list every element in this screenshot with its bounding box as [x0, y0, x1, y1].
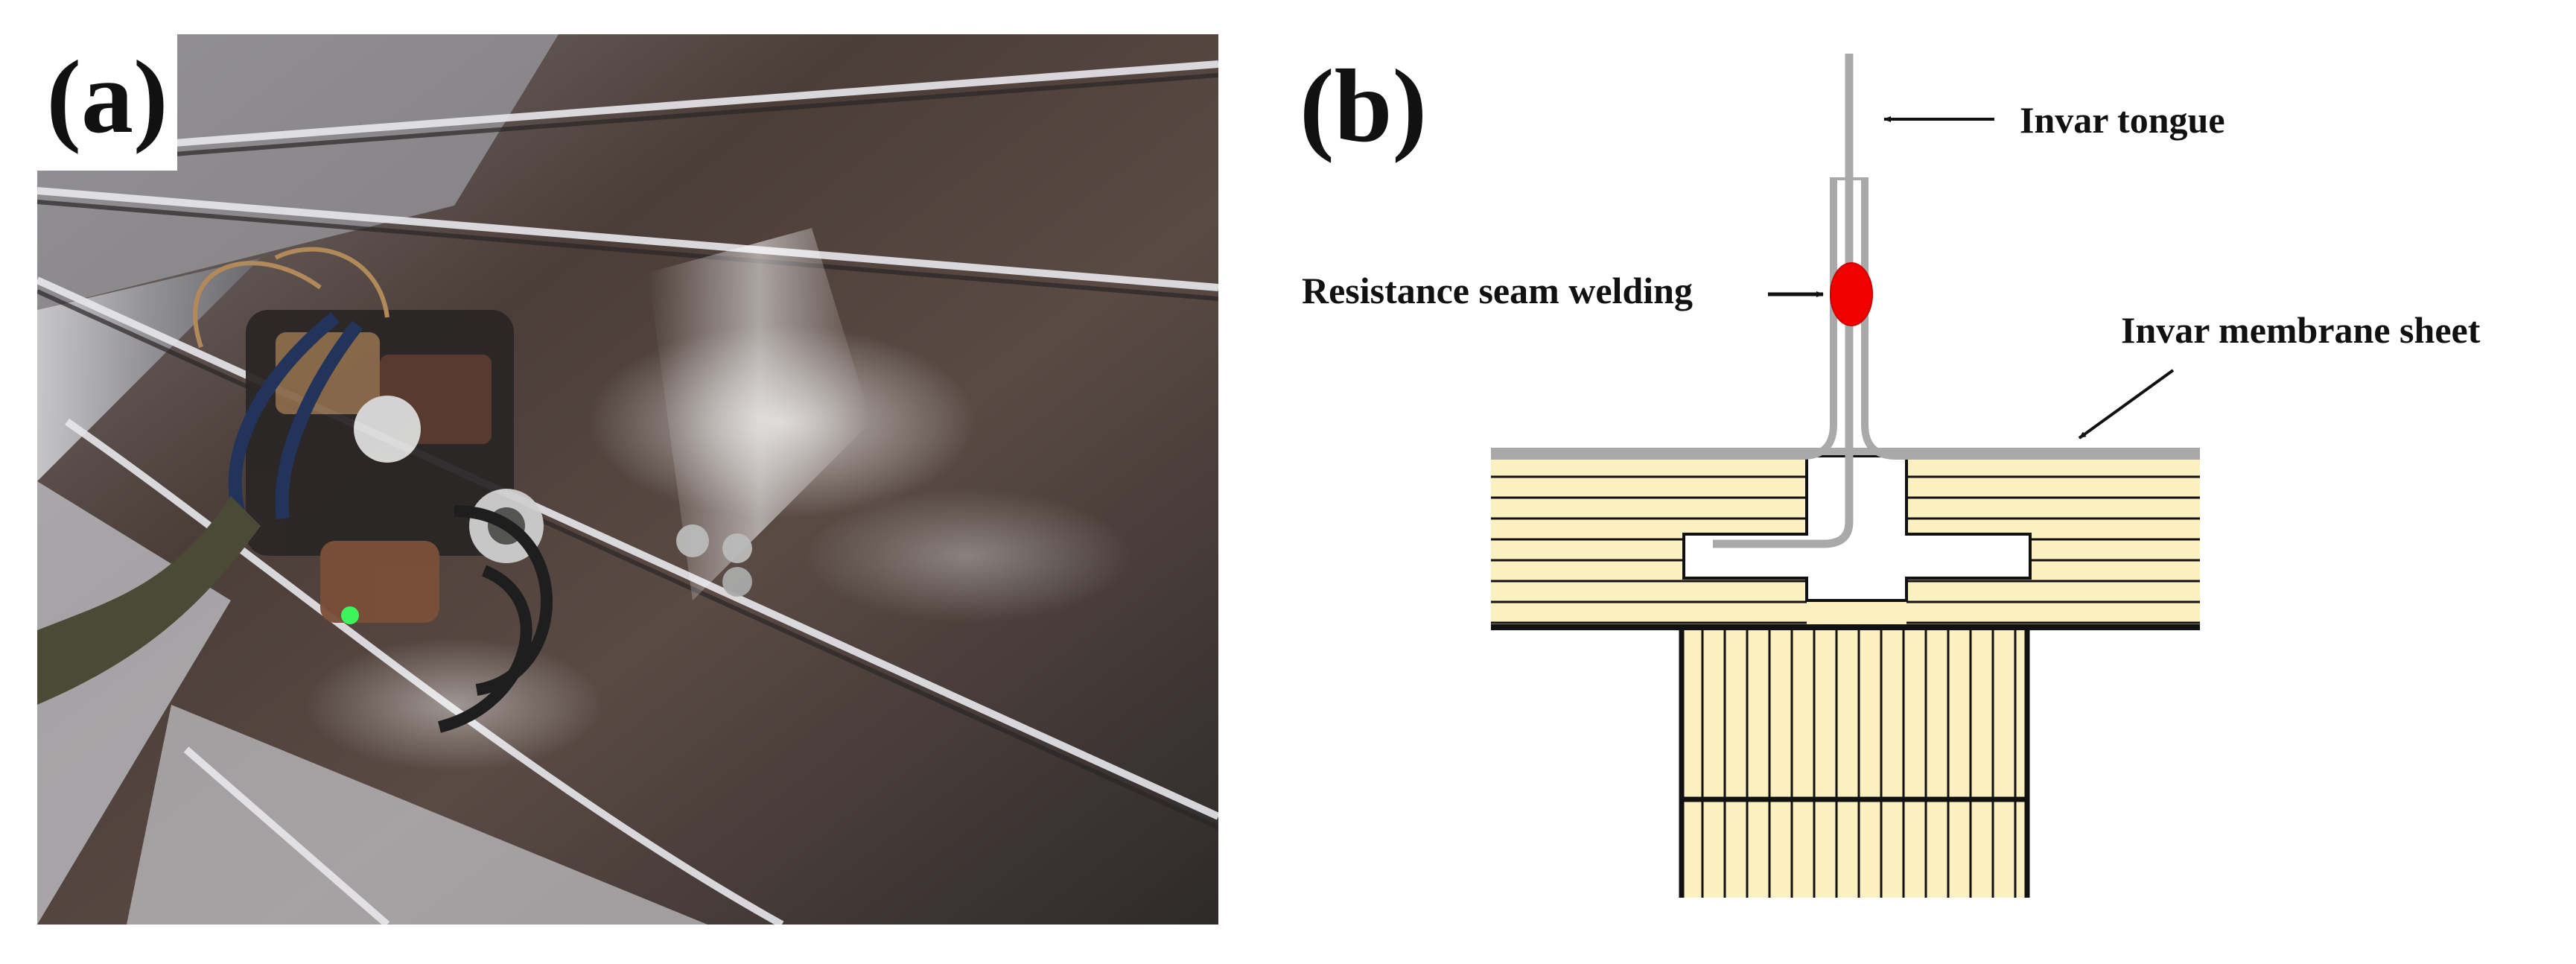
- label-invar-membrane-sheet: Invar membrane sheet: [2121, 309, 2481, 351]
- label-resistance-seam-welding: Resistance seam welding: [1302, 270, 1693, 311]
- panel-a-label: (a): [37, 34, 177, 171]
- photo-illustration: [37, 34, 1218, 925]
- block-fill: [1682, 630, 2027, 898]
- weld-spot: [1830, 262, 1873, 326]
- label-invar-tongue: Invar tongue: [2020, 99, 2225, 141]
- welding-photo: [37, 34, 1218, 925]
- sheet-arrow: [2078, 369, 2175, 440]
- robot: [246, 310, 752, 624]
- invar-tongue: [1713, 54, 1854, 548]
- panel-b-label: (b): [1300, 48, 1428, 164]
- insulation-block: [1679, 630, 2030, 898]
